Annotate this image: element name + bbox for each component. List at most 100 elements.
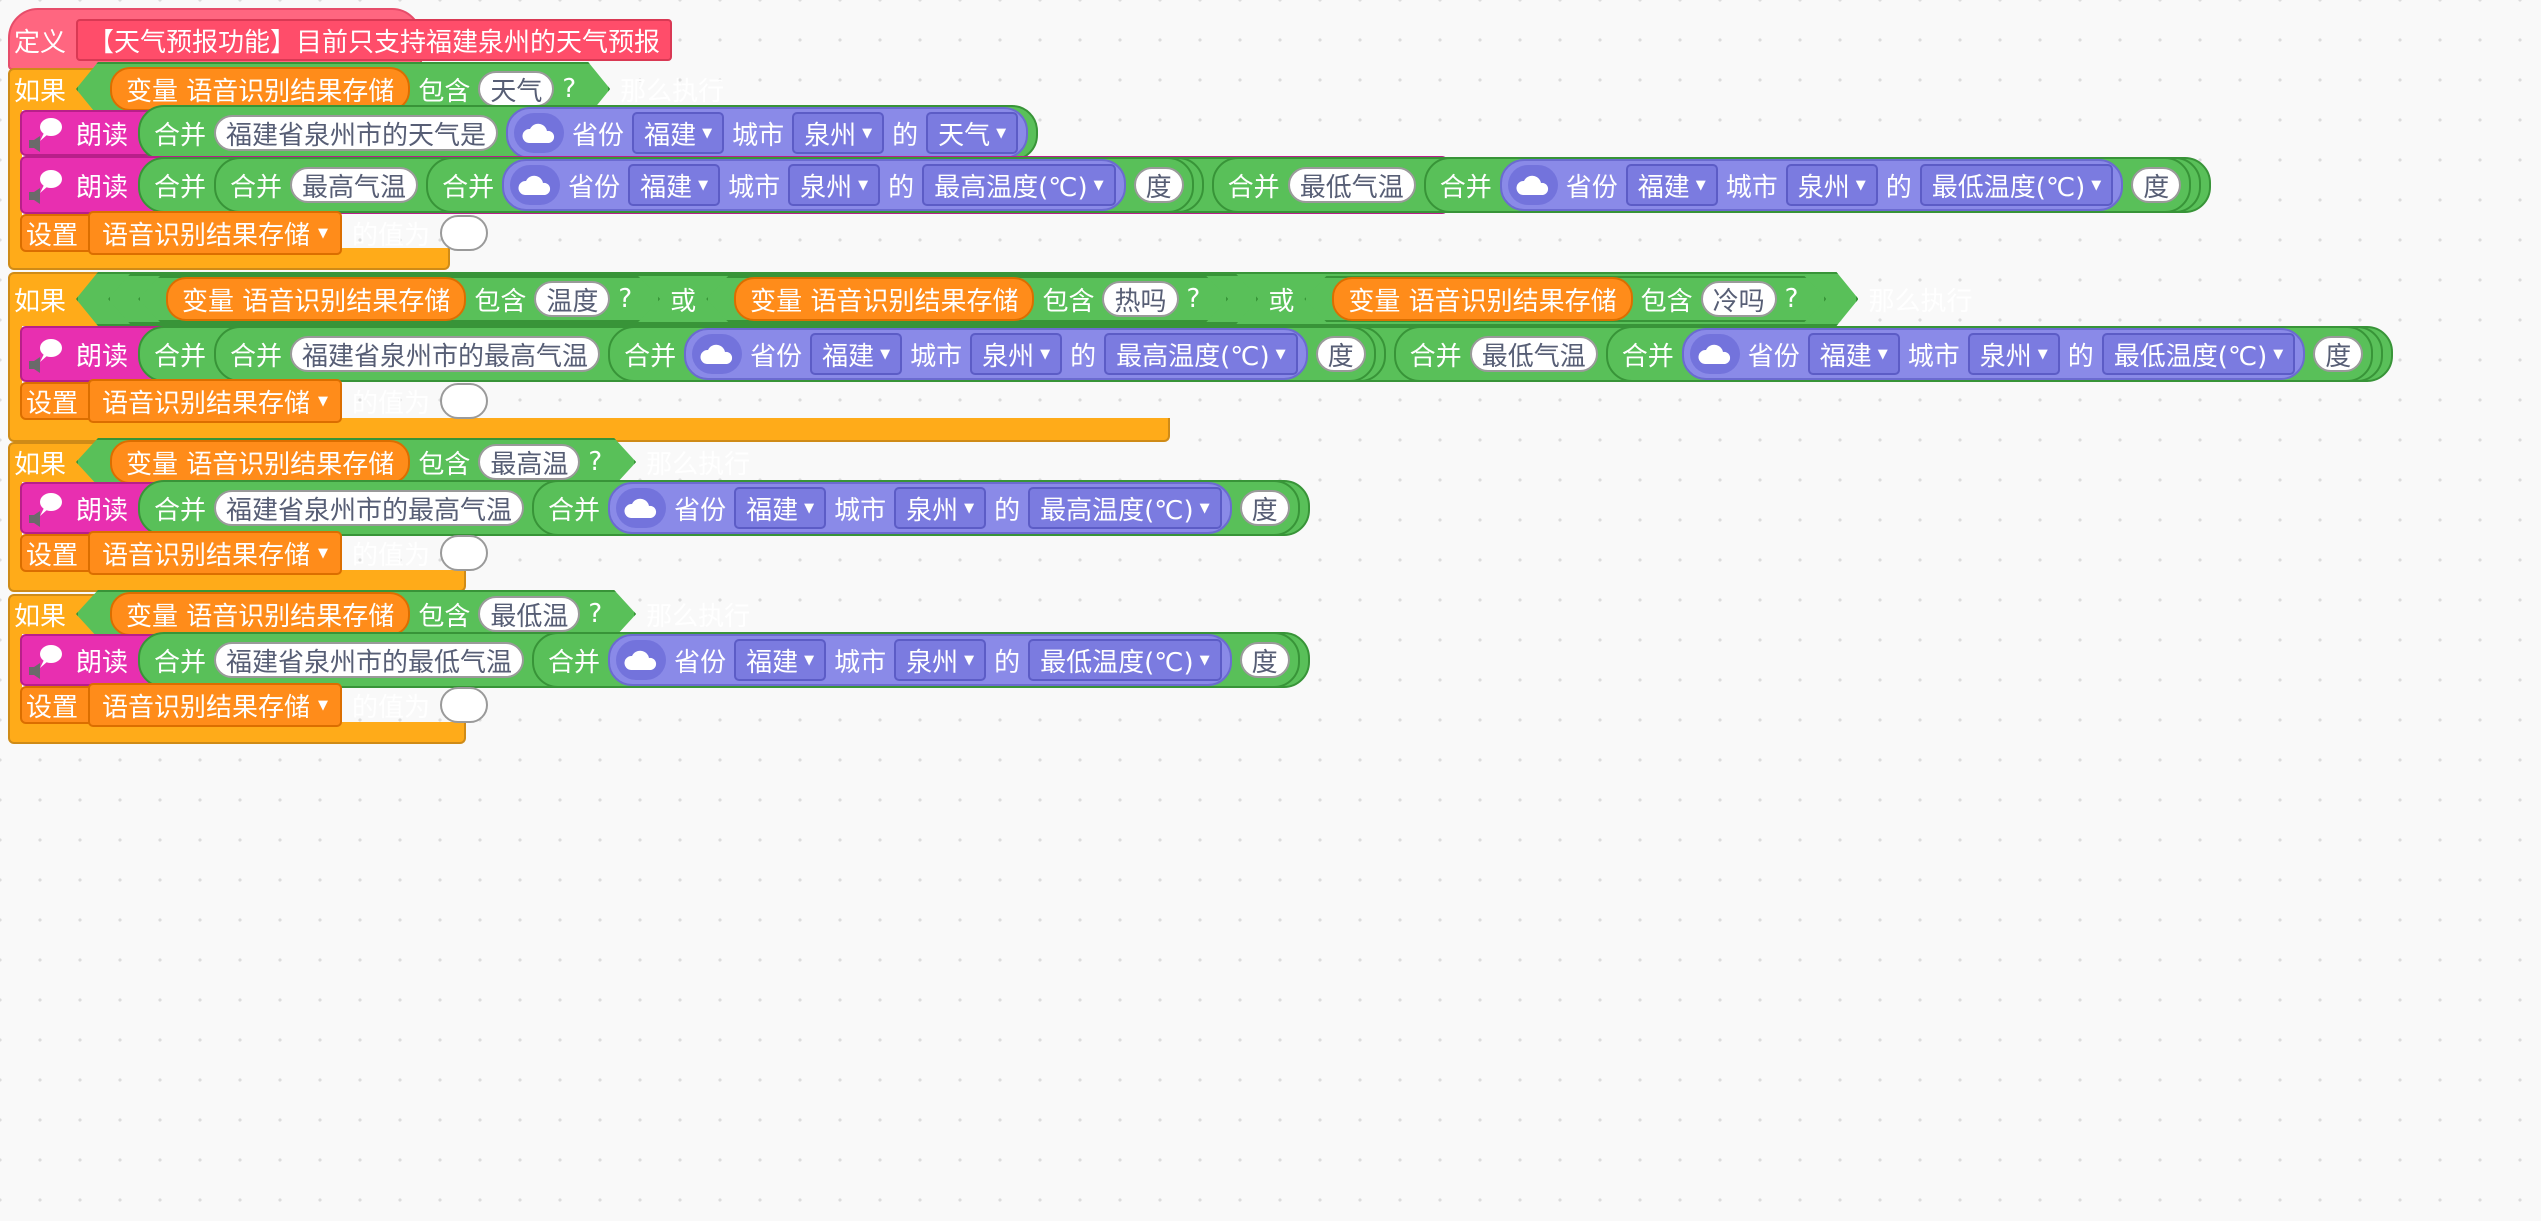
weather-reporter[interactable]: 省份 福建▼ 城市 泉州▼ 的 天气▼ <box>506 107 1029 159</box>
contains-condition[interactable]: 变量 语音识别结果存储 包含 最低温 ? <box>76 590 636 638</box>
value-input[interactable] <box>440 383 489 419</box>
province-dropdown[interactable]: 福建▼ <box>734 487 827 529</box>
text-input[interactable]: 度 <box>1239 642 1290 678</box>
join-label: 合并 <box>1621 341 1674 372</box>
text-input[interactable]: 度 <box>1239 490 1290 526</box>
contains-condition[interactable]: 变量 语音识别结果存储 包含 冷吗 ? <box>1304 276 1826 322</box>
then-label: 那么执行 <box>620 76 725 107</box>
variable-reporter[interactable]: 变量 语音识别结果存储 <box>734 277 1034 321</box>
variable-reporter[interactable]: 变量 语音识别结果存储 <box>1332 277 1632 321</box>
join-reporter[interactable]: 合并 福建省泉州市的最高气温 合并 省份 福建▼ 城市 泉州▼ 的 最高温度(℃… <box>138 480 1310 536</box>
weather-reporter[interactable]: 省份 福建▼ 城市 泉州▼ 的 最低温度(℃)▼ <box>1499 159 2124 211</box>
variable-reporter[interactable]: 变量 语音识别结果存储 <box>110 67 410 111</box>
chevron-down-icon: ▼ <box>804 500 815 516</box>
text-input[interactable]: 福建省泉州市的最高气温 <box>214 490 525 526</box>
join-reporter[interactable]: 合并 省份 福建▼ 城市 泉州▼ 的 最低温度(℃)▼ 度 <box>1423 157 2192 213</box>
text-input[interactable]: 度 <box>2131 167 2182 203</box>
weather-reporter[interactable]: 省份 福建▼ 城市 泉州▼ 的 最高温度(℃)▼ <box>684 328 1308 380</box>
city-dropdown[interactable]: 泉州▼ <box>792 112 885 154</box>
join-reporter[interactable]: 合并 福建省泉州市的天气是 省份 福建▼ 城市 泉州▼ 的 天气▼ <box>138 105 1039 161</box>
join-reporter[interactable]: 合并 省份 福建▼ 城市 泉州▼ 的 最高温度(℃)▼ 度 <box>426 157 1194 213</box>
cloud-icon <box>616 640 667 680</box>
join-reporter[interactable]: 合并 最低气温 合并 省份 福建▼ 城市 泉州▼ 的 最低温度(℃)▼ 度 <box>1211 157 2202 213</box>
variable-name: 语音识别结果存储 <box>810 286 1019 317</box>
weather-reporter[interactable]: 省份 福建▼ 城市 泉州▼ 的 最高温度(℃)▼ <box>608 482 1232 534</box>
or-condition[interactable]: 变量 语音识别结果存储 包含 温度 ? 或 变量 语音识别结果存储 包含 热吗 … <box>76 272 1858 326</box>
join-label: 合并 <box>154 647 207 678</box>
province-dropdown[interactable]: 福建▼ <box>1807 333 1900 375</box>
contains-condition[interactable]: 变量 语音识别结果存储 包含 温度 ? <box>138 276 660 322</box>
province-dropdown[interactable]: 福建▼ <box>1625 164 1718 206</box>
join-reporter[interactable]: 合并 省份 福建▼ 城市 泉州▼ 的 最低温度(℃)▼ 度 <box>1605 326 2374 382</box>
join-label: 合并 <box>1409 341 1462 372</box>
join-reporter[interactable]: 合并 合并 福建省泉州市的最高气温 合并 省份 福建▼ 城市 泉州▼ 的 最高温… <box>138 326 2394 382</box>
variable-reporter[interactable]: 变量 语音识别结果存储 <box>110 440 410 484</box>
keyword-input[interactable]: 温度 <box>534 281 610 317</box>
field-dropdown[interactable]: 天气▼ <box>926 112 1019 154</box>
contains-condition[interactable]: 变量 语音识别结果存储 包含 热吗 ? <box>706 276 1228 322</box>
chevron-down-icon: ▼ <box>698 177 709 193</box>
variable-dropdown[interactable]: 语音识别结果存储▼ <box>88 531 343 575</box>
cloud-icon <box>1689 334 1740 374</box>
value-input[interactable] <box>440 535 489 571</box>
variable-reporter[interactable]: 变量 语音识别结果存储 <box>166 277 466 321</box>
keyword-input[interactable]: 最低温 <box>478 596 580 632</box>
speaker-bubble-icon <box>26 334 66 374</box>
field-dropdown[interactable]: 最低温度(℃)▼ <box>2101 333 2296 375</box>
province-dropdown[interactable]: 福建▼ <box>734 639 827 681</box>
weather-reporter[interactable]: 省份 福建▼ 城市 泉州▼ 的 最高温度(℃)▼ <box>502 159 1126 211</box>
join-reporter[interactable]: 合并 省份 福建▼ 城市 泉州▼ 的 最低温度(℃)▼ 度 <box>532 632 1300 688</box>
text-input[interactable]: 最低气温 <box>1287 167 1416 203</box>
city-dropdown[interactable]: 泉州▼ <box>1967 333 2060 375</box>
value-is-label: 的值为 <box>352 388 431 419</box>
city-dropdown[interactable]: 泉州▼ <box>894 487 987 529</box>
keyword-input[interactable]: 热吗 <box>1102 281 1178 317</box>
join-reporter[interactable]: 合并 省份 福建▼ 城市 泉州▼ 的 最高温度(℃)▼ 度 <box>532 480 1300 536</box>
contains-condition[interactable]: 变量 语音识别结果存储 包含 最高温 ? <box>76 438 636 486</box>
join-reporter[interactable]: 合并 最高气温 合并 省份 福建▼ 城市 泉州▼ 的 最高温度(℃)▼ 度 <box>214 157 1204 213</box>
text-input[interactable]: 福建省泉州市的最高气温 <box>290 336 601 372</box>
join-reporter[interactable]: 合并 合并 最高气温 合并 省份 福建▼ 城市 泉州▼ 的 最高温度(℃)▼ 度… <box>138 157 2212 213</box>
city-dropdown[interactable]: 泉州▼ <box>894 639 987 681</box>
variable-dropdown[interactable]: 语音识别结果存储▼ <box>88 379 343 423</box>
dropdown-value: 天气 <box>938 120 991 151</box>
join-reporter[interactable]: 合并 最低气温 合并 省份 福建▼ 城市 泉州▼ 的 最低温度(℃)▼ 度 <box>1393 326 2384 382</box>
keyword-input[interactable]: 天气 <box>478 71 554 107</box>
text-input[interactable]: 度 <box>2313 336 2364 372</box>
text-input[interactable]: 度 <box>1133 167 1184 203</box>
text-input[interactable]: 福建省泉州市的最低气温 <box>214 642 525 678</box>
variable-dropdown[interactable]: 语音识别结果存储▼ <box>88 683 343 727</box>
text-input[interactable]: 最高气温 <box>290 167 419 203</box>
contains-label: 包含 <box>418 601 471 632</box>
variable-reporter[interactable]: 变量 语音识别结果存储 <box>110 592 410 636</box>
field-dropdown[interactable]: 最低温度(℃)▼ <box>1919 164 2114 206</box>
value-is-label: 的值为 <box>352 540 431 571</box>
weather-reporter[interactable]: 省份 福建▼ 城市 泉州▼ 的 最低温度(℃)▼ <box>1681 328 2306 380</box>
variable-dropdown[interactable]: 语音识别结果存储▼ <box>88 211 343 255</box>
join-reporter[interactable]: 合并 福建省泉州市的最高气温 合并 省份 福建▼ 城市 泉州▼ 的 最高温度(℃… <box>214 326 1386 382</box>
weather-reporter[interactable]: 省份 福建▼ 城市 泉州▼ 的 最低温度(℃)▼ <box>608 634 1232 686</box>
join-reporter[interactable]: 合并 福建省泉州市的最低气温 合并 省份 福建▼ 城市 泉州▼ 的 最低温度(℃… <box>138 632 1310 688</box>
city-dropdown[interactable]: 泉州▼ <box>788 164 881 206</box>
set-row-2: 设置 语音识别结果存储▼ 的值为 <box>26 379 489 423</box>
field-dropdown[interactable]: 最低温度(℃)▼ <box>1028 639 1222 681</box>
field-dropdown[interactable]: 最高温度(℃)▼ <box>1104 333 1298 375</box>
chevron-down-icon: ▼ <box>318 545 329 561</box>
keyword-input[interactable]: 冷吗 <box>1701 281 1777 317</box>
value-input[interactable] <box>440 687 489 723</box>
join-reporter[interactable]: 合并 省份 福建▼ 城市 泉州▼ 的 最高温度(℃)▼ 度 <box>608 326 1376 382</box>
city-dropdown[interactable]: 泉州▼ <box>1785 164 1878 206</box>
text-input[interactable]: 福建省泉州市的天气是 <box>214 115 499 151</box>
keyword-input[interactable]: 最高温 <box>478 444 580 480</box>
or-condition[interactable]: 变量 语音识别结果存储 包含 温度 ? 或 变量 语音识别结果存储 包含 热吗 … <box>108 274 1258 324</box>
text-input[interactable]: 度 <box>1315 336 1366 372</box>
province-dropdown[interactable]: 福建▼ <box>628 164 721 206</box>
variable-name: 语音识别结果存储 <box>186 601 395 632</box>
city-dropdown[interactable]: 泉州▼ <box>970 333 1063 375</box>
province-dropdown[interactable]: 福建▼ <box>810 333 903 375</box>
field-dropdown[interactable]: 最高温度(℃)▼ <box>1028 487 1222 529</box>
province-dropdown[interactable]: 福建▼ <box>632 112 725 154</box>
value-input[interactable] <box>440 215 489 251</box>
field-dropdown[interactable]: 最高温度(℃)▼ <box>922 164 1116 206</box>
text-input[interactable]: 最低气温 <box>1469 336 1598 372</box>
